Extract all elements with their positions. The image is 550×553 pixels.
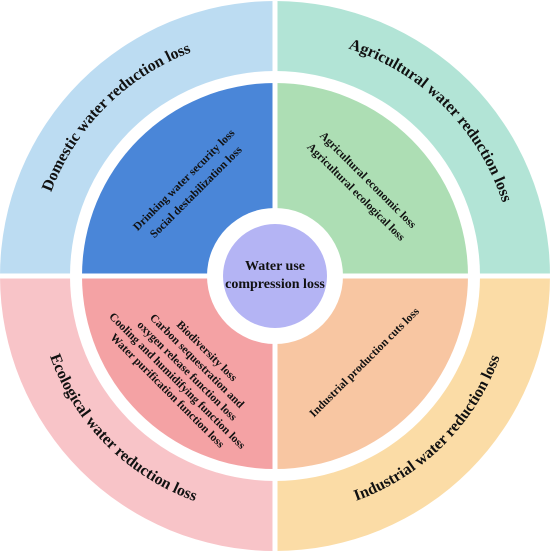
ecological-inner-sector [82,276,275,469]
industrial-inner-sector [275,276,468,469]
domestic-inner-sector [82,83,275,276]
center-circle [223,224,327,328]
center-label-line-2: compression loss [225,277,325,292]
center-labels: Water use compression loss [225,259,325,292]
center-label-line-1: Water use [245,259,305,274]
inner-ring [82,83,468,469]
agricultural-inner-sector [275,83,468,276]
